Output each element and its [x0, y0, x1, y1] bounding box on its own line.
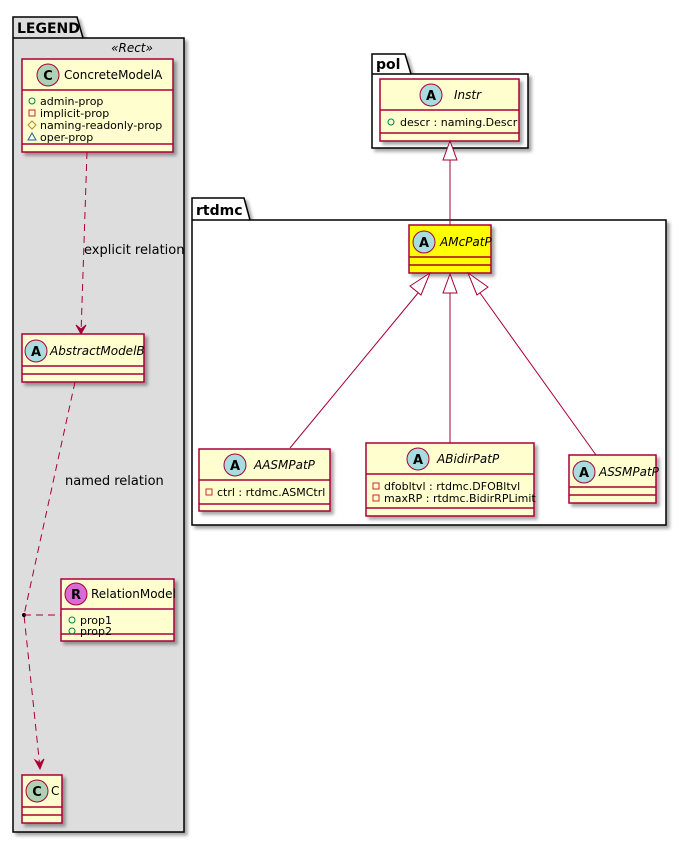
abstract-badge-icon	[419, 83, 443, 107]
private-square-icon	[372, 494, 380, 502]
inheritance-amcpatp-instr	[442, 139, 458, 225]
legend-stereotype: «Rect»	[111, 41, 153, 55]
attribute: admin-prop	[40, 95, 103, 108]
svg-text:A: A	[426, 89, 436, 104]
attribute: dfobltvl : rtdmc.DFOBltvl	[384, 480, 520, 493]
class-badge-icon	[25, 779, 49, 803]
abstract-badge-icon	[24, 339, 48, 363]
attribute: prop2	[80, 625, 112, 638]
class-abstract-model-b[interactable]: A AbstractModelB	[21, 333, 145, 383]
rtdmc-package-title: rtdmc	[196, 203, 243, 219]
explicit-relation-label: explicit relation	[84, 243, 184, 258]
abstract-badge-icon	[223, 453, 247, 477]
protected-diamond-icon	[27, 120, 37, 130]
attribute: ctrl : rtdmc.ASMCtrl	[217, 486, 325, 499]
attribute: implicit-prop	[40, 107, 109, 120]
svg-text:C: C	[32, 785, 42, 800]
class-amcpatp[interactable]: A AMcPatP	[408, 224, 492, 274]
named-relation-label: named relation	[65, 474, 164, 489]
svg-text:A: A	[31, 345, 41, 360]
svg-text:A: A	[413, 453, 423, 468]
inheritance-abidirpatp-amcpatp	[442, 272, 458, 443]
legend-package-title: LEGEND	[17, 21, 80, 37]
attribute: prop1	[80, 614, 112, 627]
attribute: descr : naming.Descr	[400, 116, 518, 129]
explicit-relation-arrow: explicit relation	[75, 151, 184, 336]
pol-package-title: pol	[376, 57, 400, 73]
attribute: maxRP : rtdmc.BidirRPLimit	[384, 492, 536, 505]
class-name: C	[51, 784, 59, 798]
class-name: ConcreteModelA	[64, 68, 163, 82]
class-name: ABidirPatP	[436, 452, 500, 466]
class-name: AMcPatP	[439, 235, 492, 249]
class-badge-icon	[36, 63, 60, 87]
class-c[interactable]: C C	[21, 774, 63, 824]
class-name: AASMPatP	[253, 458, 316, 472]
private-square-icon	[28, 109, 36, 117]
package-triangle-icon	[27, 131, 37, 141]
class-relation-model[interactable]: R RelationModel prop1 prop2	[60, 578, 176, 642]
public-circle-icon	[68, 616, 76, 624]
svg-text:C: C	[43, 69, 53, 84]
class-name: Instr	[454, 88, 482, 102]
class-name: RelationModel	[91, 587, 176, 601]
svg-text:A: A	[579, 466, 589, 481]
svg-text:A: A	[419, 236, 429, 251]
class-instr[interactable]: A Instr descr : naming.Descr	[379, 78, 520, 142]
relation-badge-icon	[64, 582, 88, 606]
public-circle-icon	[28, 97, 36, 105]
class-assmpatp[interactable]: A ASSMPatP	[568, 454, 660, 504]
named-relation-arrow: named relation	[22, 381, 164, 771]
svg-text:R: R	[71, 588, 81, 603]
class-abidirpatp[interactable]: A ABidirPatP dfobltvl : rtdmc.DFOBltvl m…	[365, 442, 536, 517]
attribute: oper-prop	[40, 131, 93, 144]
attribute: naming-readonly-prop	[40, 119, 162, 132]
class-name: ASSMPatP	[598, 465, 660, 479]
rtdmc-package: rtdmc	[191, 197, 667, 526]
class-aasmpatp[interactable]: A AASMPatP ctrl : rtdmc.ASMCtrl	[198, 448, 331, 512]
private-square-icon	[372, 482, 380, 490]
svg-text:A: A	[230, 459, 240, 474]
inheritance-assmpatp-amcpatp	[466, 271, 597, 456]
abstract-badge-icon	[412, 230, 436, 254]
public-circle-icon	[387, 118, 395, 126]
public-circle-icon	[68, 627, 76, 635]
inheritance-aasmpatp-amcpatp	[289, 271, 432, 449]
abstract-badge-icon	[406, 447, 430, 471]
class-name: AbstractModelB	[49, 344, 145, 358]
class-concrete-model-a[interactable]: C ConcreteModelA admin-prop implicit-pro…	[21, 58, 174, 153]
private-square-icon	[205, 488, 213, 496]
abstract-badge-icon	[572, 460, 596, 484]
